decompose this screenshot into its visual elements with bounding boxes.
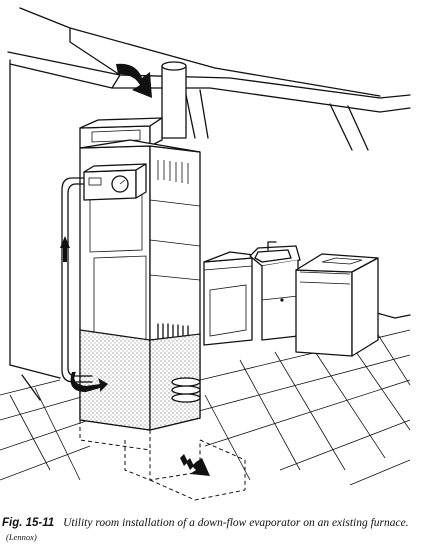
floor-tiles	[0, 329, 411, 486]
sink-counter	[249, 241, 301, 341]
figure-label: Fig. 15-11	[2, 517, 55, 529]
evaporator-coil-box	[79, 117, 163, 149]
figure-caption-text: Utility room installation of a down-flow…	[63, 517, 409, 529]
figure-caption: Fig. 15-11 Utility room installation of …	[2, 516, 422, 544]
flex-connector	[171, 377, 201, 403]
supply-air-arrow	[70, 372, 108, 392]
return-air-arrow	[116, 63, 152, 98]
flue-pipe	[161, 61, 187, 139]
supply-plenum-dashed	[79, 420, 246, 501]
figure-credit: (Lennox)	[6, 532, 37, 542]
furnace-base	[79, 329, 201, 431]
refrigerant-flow-arrow	[60, 236, 70, 262]
ceiling-beams	[7, 7, 411, 151]
dryer-cabinet	[203, 251, 263, 346]
discharge-air-arrow	[180, 454, 210, 476]
control-box	[83, 163, 147, 201]
utility-room-illustration	[0, 7, 411, 501]
washing-machine	[295, 253, 379, 357]
